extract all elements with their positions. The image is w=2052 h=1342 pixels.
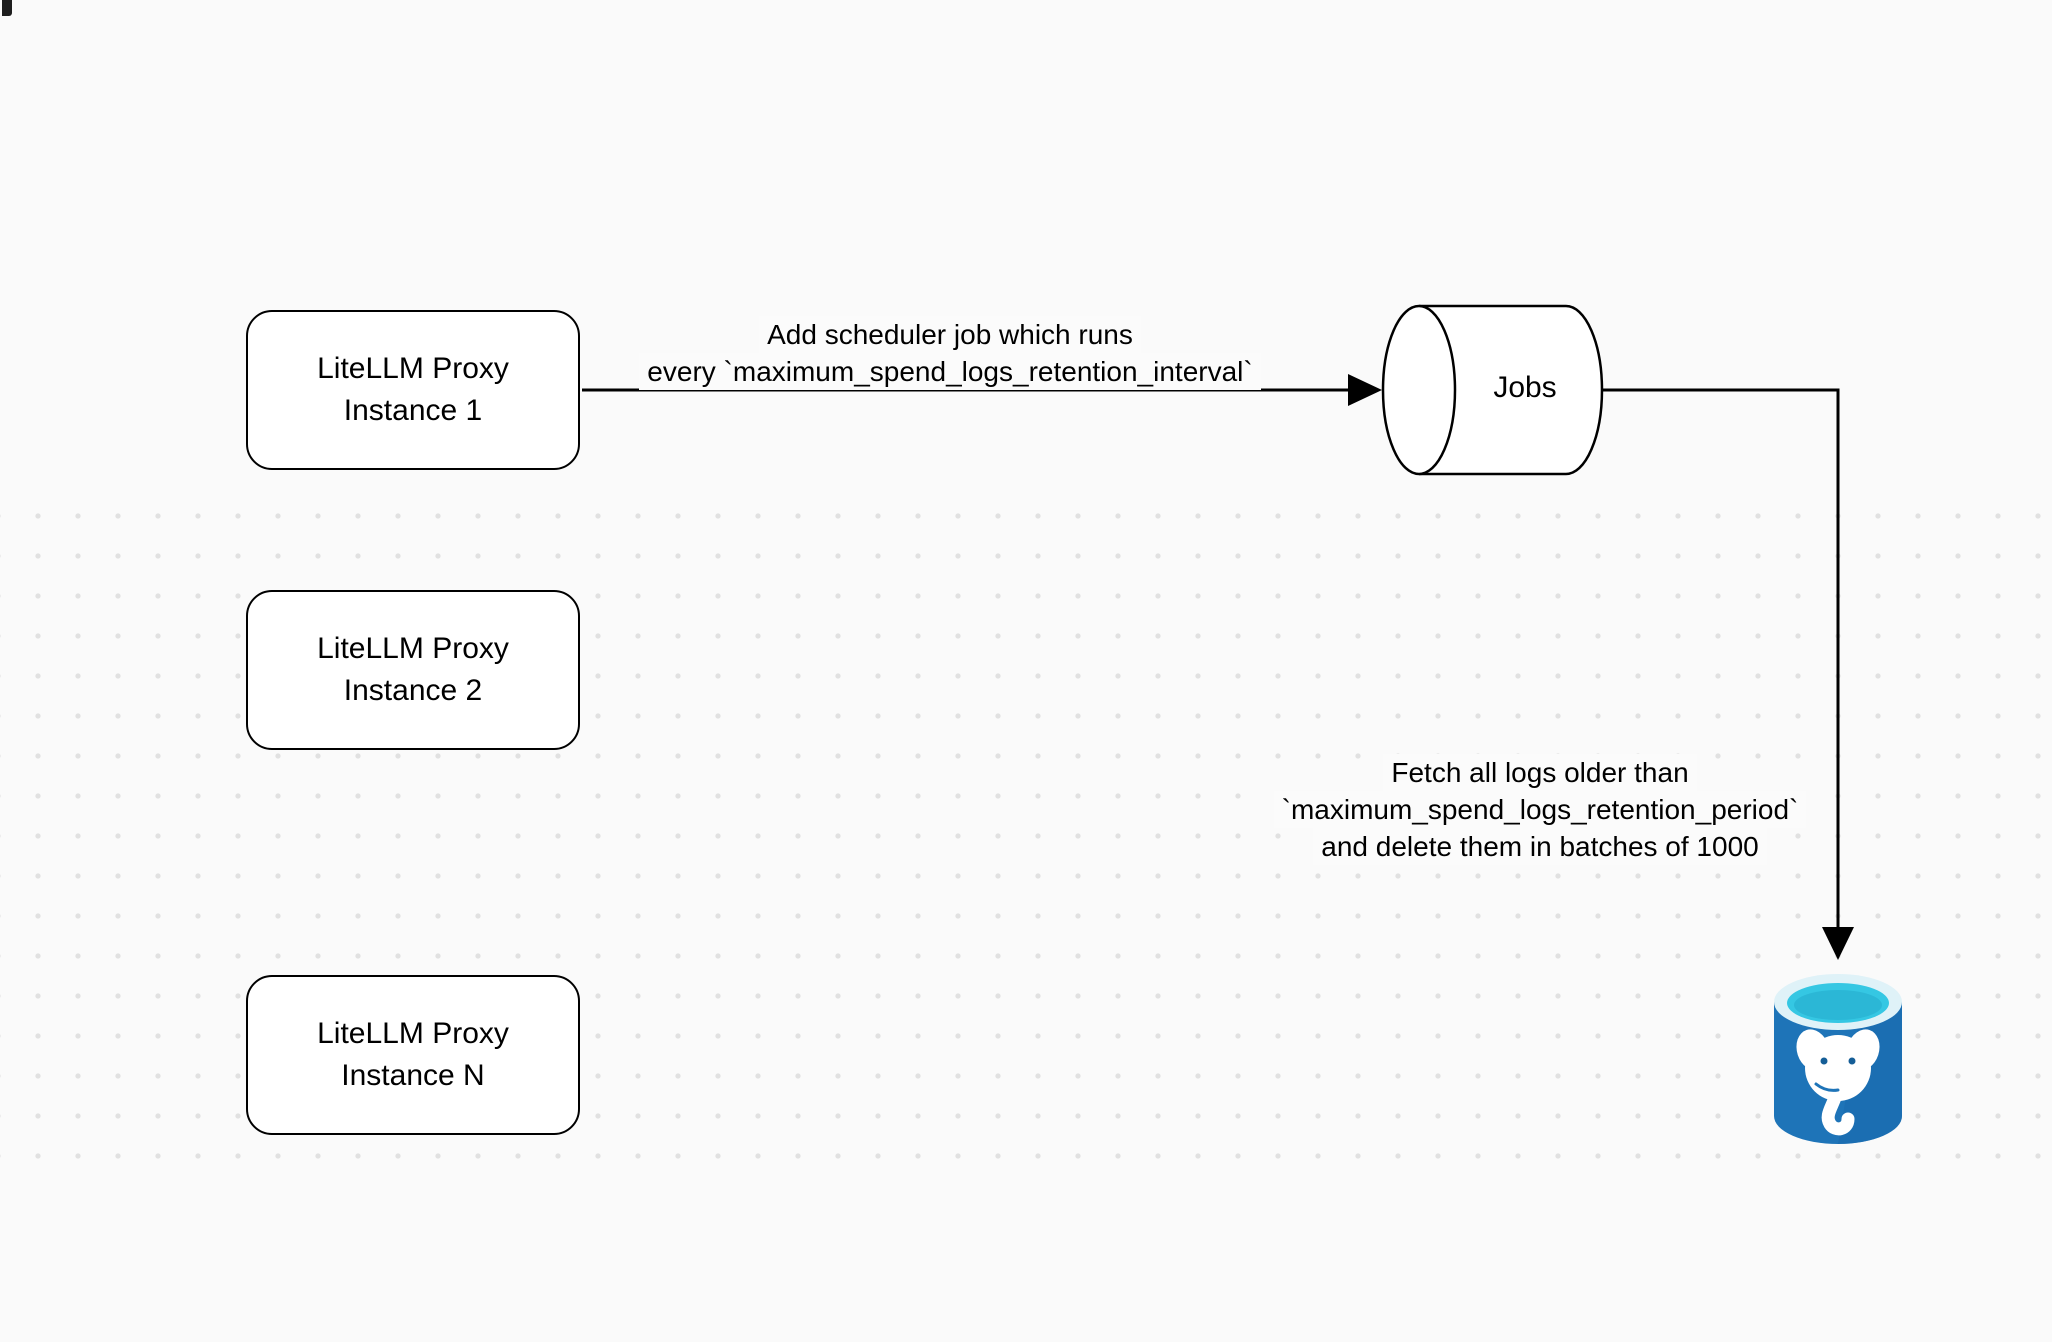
edge-label-line: and delete them in batches of 1000 bbox=[1180, 828, 1900, 865]
postgresql-icon bbox=[1774, 974, 1902, 1144]
screen-corner-artifact bbox=[2, 0, 12, 16]
edge-label-line: every `maximum_spend_logs_retention_inte… bbox=[600, 353, 1300, 390]
node-label-line: LiteLLM Proxy bbox=[317, 1017, 509, 1050]
jobs-cylinder-icon bbox=[1381, 304, 1604, 476]
node-label-line: Instance N bbox=[341, 1059, 485, 1092]
node-label-line: LiteLLM Proxy bbox=[317, 352, 509, 385]
node-label-line: LiteLLM Proxy bbox=[317, 632, 509, 665]
arrow-jobs-to-postgres bbox=[1602, 388, 1854, 960]
node-label-line: Instance 2 bbox=[343, 674, 483, 707]
jobs-node-label: Jobs bbox=[1493, 371, 1557, 404]
edge-label-line: Fetch all logs older than bbox=[1180, 754, 1900, 791]
node-litellm-proxy-instance-1: LiteLLM Proxy Instance 1 bbox=[246, 310, 580, 470]
postgres-elephant bbox=[1796, 1029, 1880, 1136]
node-litellm-proxy-instance-2: LiteLLM Proxy Instance 2 bbox=[246, 590, 580, 750]
node-litellm-proxy-instance-n: LiteLLM Proxy Instance N bbox=[246, 975, 580, 1135]
arrow-proxy-to-jobs bbox=[582, 374, 1382, 406]
edge-label-scheduler-job: Add scheduler job which runs every `maxi… bbox=[600, 316, 1300, 390]
edge-label-line: Add scheduler job which runs bbox=[600, 316, 1300, 353]
edge-label-fetch-delete: Fetch all logs older than `maximum_spend… bbox=[1180, 754, 1900, 865]
edge-label-line: `maximum_spend_logs_retention_period` bbox=[1180, 791, 1900, 828]
node-label-line: Instance 1 bbox=[343, 394, 483, 427]
